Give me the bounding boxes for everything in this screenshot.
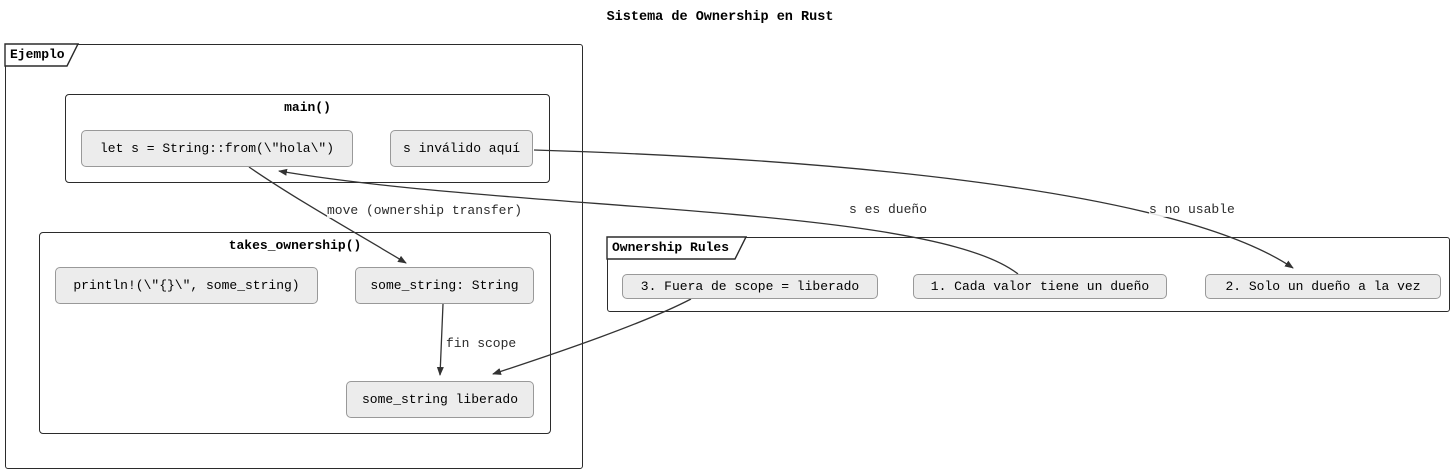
node-rule-2: 2. Solo un dueño a la vez bbox=[1205, 274, 1441, 299]
node-some-string: some_string: String bbox=[355, 267, 534, 304]
diagram-title: Sistema de Ownership en Rust bbox=[606, 10, 834, 25]
node-rule-1: 1. Cada valor tiene un dueño bbox=[913, 274, 1167, 299]
frame-ownership-rules-label: Ownership Rules bbox=[612, 240, 730, 255]
node-some-string-liberado: some_string liberado bbox=[346, 381, 534, 418]
subgraph-takes-ownership-title: takes_ownership() bbox=[228, 238, 362, 253]
node-let-s: let s = String::from(\"hola\") bbox=[81, 130, 353, 167]
subgraph-main-title: main() bbox=[284, 100, 331, 115]
node-println: println!(\"{}\", some_string) bbox=[55, 267, 318, 304]
edge-label-s-no-usable: s no usable bbox=[1149, 202, 1235, 217]
edge-label-s-es-dueno: s es dueño bbox=[849, 202, 928, 217]
node-s-invalido: s inválido aquí bbox=[390, 130, 533, 167]
frame-ejemplo-label: Ejemplo bbox=[10, 47, 65, 62]
node-rule-3: 3. Fuera de scope = liberado bbox=[622, 274, 878, 299]
edge-label-move: move (ownership transfer) bbox=[327, 203, 523, 218]
edge-label-fin-scope: fin scope bbox=[446, 336, 517, 351]
